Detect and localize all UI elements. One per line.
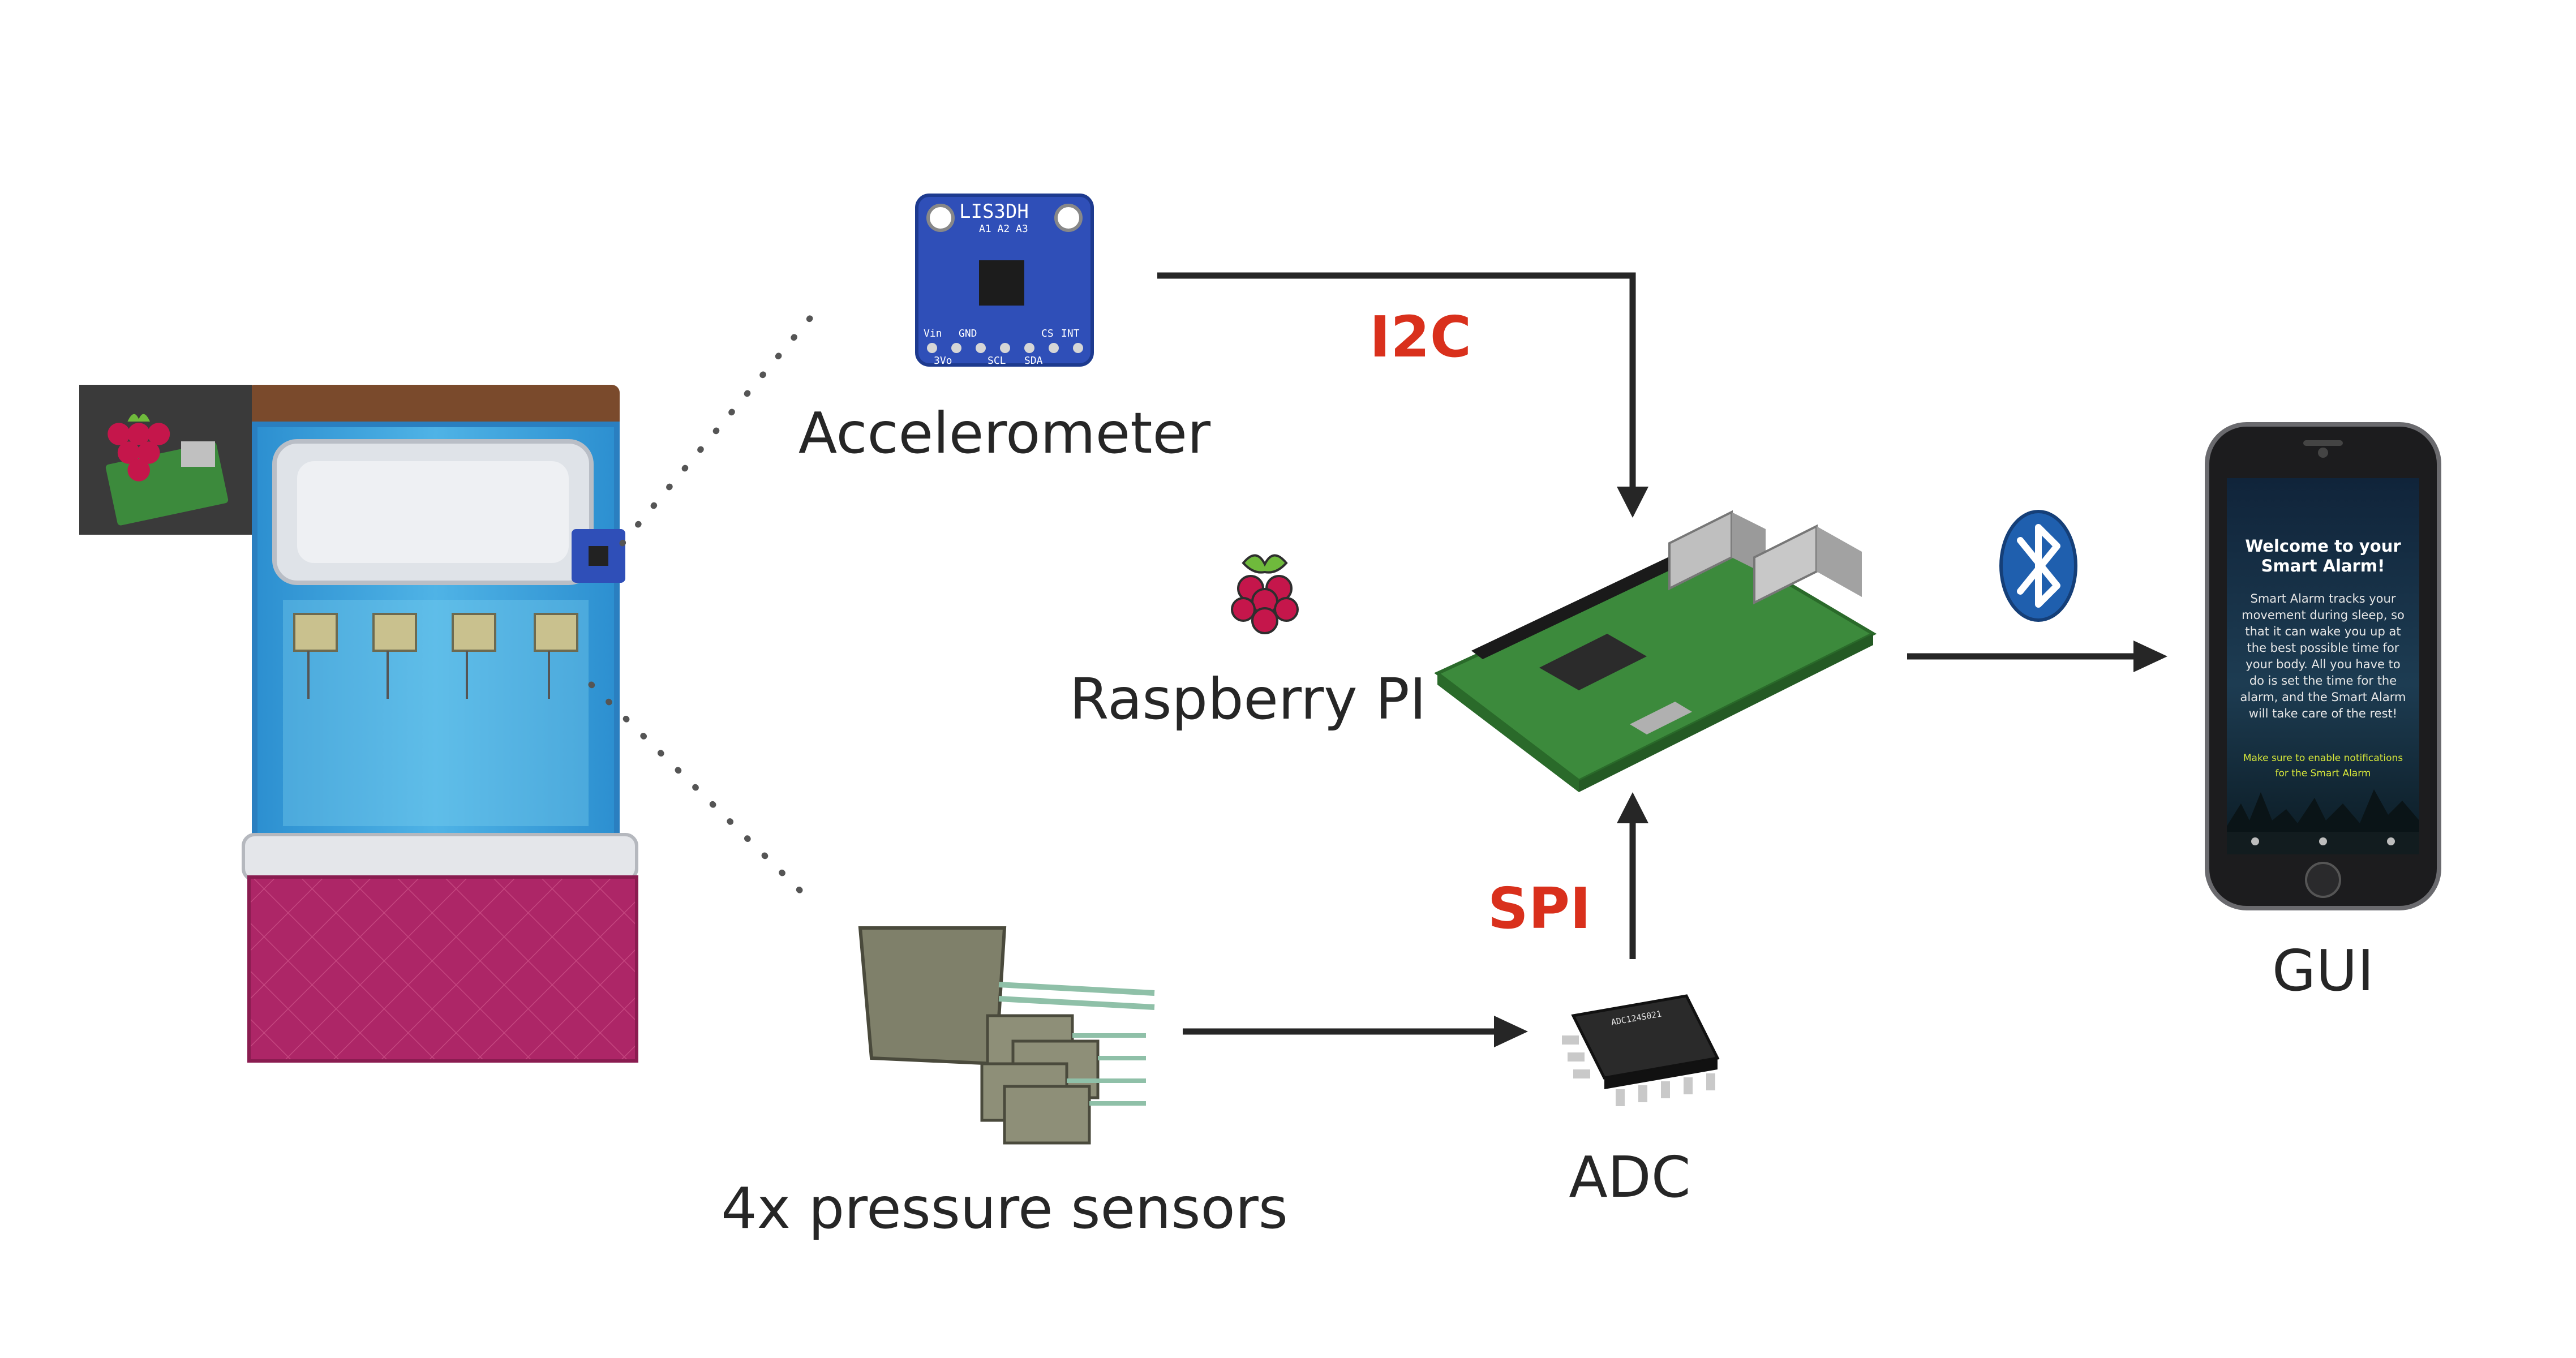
bed-illustration	[242, 385, 638, 1063]
acc-pin-gnd: GND	[959, 328, 977, 340]
acc-pin-scl: SCL	[988, 355, 1006, 367]
acc-pin-cs: CS	[1041, 328, 1054, 340]
raspberry-pi-board	[1434, 510, 1877, 792]
phone-body-line: movement during sleep, so	[2242, 608, 2405, 622]
spi-label: SPI	[1488, 875, 1591, 942]
phone-body-line: do is set the time for the	[2249, 674, 2397, 687]
phone-screen	[2227, 478, 2419, 854]
phone-body-line: that it can wake you up at	[2245, 625, 2401, 638]
phone-body-line: your body. All you have to	[2246, 657, 2400, 671]
acc-pin-sda: SDA	[1024, 355, 1043, 367]
accelerometer-board: LIS3DH A1 A2 A3 Vin GND 3Vo SCL SDA CS I…	[915, 194, 1094, 367]
raspberry-pi-logo-icon	[1231, 554, 1299, 634]
bluetooth-icon	[1999, 510, 2077, 622]
acc-pin-vin: Vin	[924, 328, 942, 340]
raspberry-pi-thumbnail	[79, 385, 252, 535]
gui-label: GUI	[2272, 938, 2374, 1004]
dotted-connectors	[588, 302, 824, 897]
pressure-sensors-label: 4x pressure sensors	[721, 1175, 1288, 1241]
bed-pressure-pads	[293, 613, 578, 699]
phone-illustration: Welcome to your Smart Alarm! Smart Alarm…	[2205, 422, 2441, 910]
spi-arrowhead	[1617, 792, 1648, 823]
phone-note-line: for the Smart Alarm	[2276, 768, 2371, 779]
i2c-arrowhead	[1617, 487, 1648, 518]
acc-pin-3vo: 3Vo	[934, 355, 952, 367]
acc-pin-int: INT	[1061, 328, 1080, 340]
gui-arrowhead	[2133, 641, 2167, 672]
accelerometer-chip-label: LIS3DH	[959, 200, 1029, 223]
phone-title-line2: Smart Alarm!	[2261, 556, 2385, 575]
pressure-arrowhead	[1494, 1016, 1528, 1047]
phone-body-line: will take care of the rest!	[2249, 707, 2397, 720]
adc-chip-illustration: ADC124S021	[1562, 994, 1720, 1106]
accelerometer-label: Accelerometer	[798, 400, 1211, 466]
phone-title-line1: Welcome to your	[2245, 536, 2401, 556]
phone-body-line: the best possible time for	[2247, 641, 2399, 655]
phone-note-line: Make sure to enable notifications	[2243, 753, 2403, 764]
arrows	[1157, 272, 2167, 1047]
i2c-arrow-line	[1157, 272, 1636, 492]
i2c-label: I2C	[1369, 304, 1471, 370]
raspberry-pi-label: Raspberry PI	[1070, 666, 1426, 732]
phone-body-line: Smart Alarm tracks your	[2251, 592, 2396, 605]
accelerometer-top-pins: A1 A2 A3	[979, 223, 1028, 235]
pressure-sensors-illustration	[858, 926, 1155, 1145]
phone-body-line: alarm, and the Smart Alarm	[2240, 690, 2406, 704]
adc-label: ADC	[1569, 1144, 1690, 1210]
